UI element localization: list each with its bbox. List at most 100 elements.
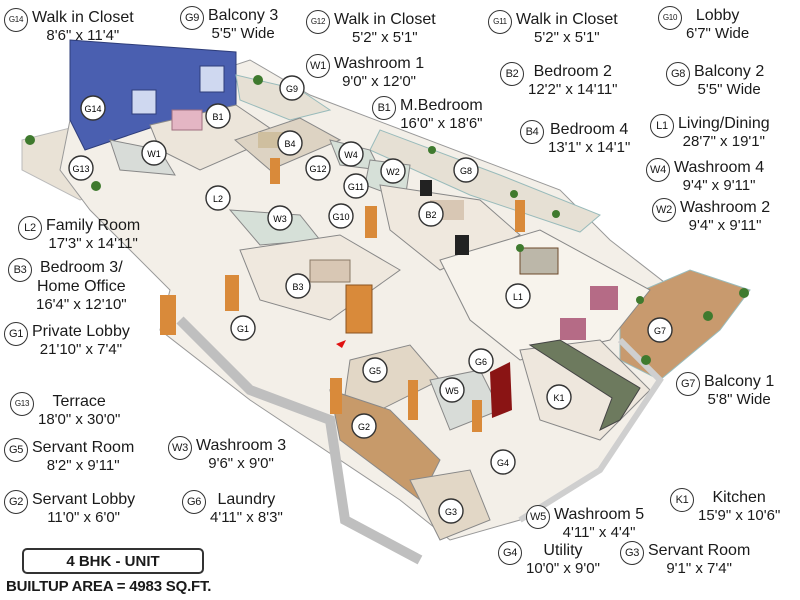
room-dimensions: 15'9" x 10'6" [698, 507, 781, 524]
room-dimensions: 4'11" x 8'3" [210, 509, 283, 526]
room-dimensions: 9'0" x 12'0" [342, 73, 417, 90]
marker-label: G7 [654, 326, 666, 336]
room-marker-g12: G12 [305, 155, 331, 181]
marker-label: W4 [344, 150, 358, 160]
door [515, 200, 525, 232]
legend-code: W2 [652, 198, 676, 222]
window [131, 89, 157, 115]
room-marker-w2: W2 [380, 158, 406, 184]
room-dimensions: 6'7" Wide [686, 25, 750, 42]
room-dimensions: 16'0" x 18'6" [400, 115, 483, 132]
plants [25, 75, 749, 365]
legend-code: B1 [372, 96, 396, 120]
marker-label: G2 [358, 422, 370, 432]
room-dimensions: 9'6" x 9'0" [208, 455, 274, 472]
room-marker-b2: B2 [418, 201, 444, 227]
room-name: Family Room [46, 217, 141, 234]
marker-label: G9 [286, 84, 298, 94]
bed [309, 259, 351, 283]
room-marker-g8: G8 [453, 157, 479, 183]
legend-code: K1 [670, 488, 694, 512]
room-dimensions: 28'7" x 19'1" [682, 133, 765, 150]
marker-label: G6 [475, 357, 487, 367]
room-marker-l1: L1 [505, 283, 531, 309]
marker-label: G13 [72, 164, 89, 174]
legend-code: W5 [526, 505, 550, 529]
sofa [590, 286, 618, 310]
marker-label: L1 [513, 292, 523, 302]
room-name: Bedroom 2 [533, 63, 612, 80]
room-name: Walk in Closet [32, 9, 134, 26]
entry-arrow-icon [336, 340, 346, 348]
legend-code: G5 [4, 438, 28, 462]
door [345, 284, 373, 334]
marker-label: G5 [369, 366, 381, 376]
marker-label: W2 [386, 167, 400, 177]
room-dimensions: 9'4" x 9'11" [682, 177, 756, 194]
outer-wall [518, 337, 664, 523]
room-name: Living/Dining [678, 115, 770, 132]
outer-wall [176, 316, 423, 565]
room-dimensions: 17'3" x 14'11" [48, 235, 138, 252]
marker-label: K1 [553, 393, 564, 403]
legend-code: W3 [168, 436, 192, 460]
room-dimensions: 9'4" x 9'11" [688, 217, 762, 234]
legend-code: G11 [488, 10, 512, 34]
room-name: Servant Lobby [32, 491, 136, 508]
room-dimensions: 8'2" x 9'11" [46, 457, 120, 474]
marker-label: W3 [273, 214, 287, 224]
room-dimensions: 5'2" x 5'1" [534, 29, 600, 46]
room-marker-g14: G14 [80, 95, 106, 121]
window [199, 65, 225, 93]
room-name: Home Office [36, 278, 126, 295]
marker-label: B1 [212, 112, 223, 122]
marker-label: G14 [84, 104, 101, 114]
room-name: Balcony 2 [694, 63, 765, 80]
legend-code: G4 [498, 541, 522, 565]
room-marker-g9: G9 [279, 75, 305, 101]
room-marker-g1: G1 [230, 315, 256, 341]
room-name: Washroom 1 [334, 55, 425, 72]
room-name: Private Lobby [32, 323, 130, 340]
room-dimensions: 5'5" Wide [697, 81, 761, 98]
room-marker-b4: B4 [277, 130, 303, 156]
room-name: Walk in Closet [516, 11, 618, 28]
room-marker-g13: G13 [68, 155, 94, 181]
marker-label: G10 [332, 212, 349, 222]
room-marker-w1: W1 [141, 140, 167, 166]
legend-code: G13 [10, 392, 34, 416]
room-dimensions: 9'1" x 7'4" [666, 560, 732, 577]
door [365, 206, 377, 238]
marker-label: B4 [284, 139, 295, 149]
marker-label: G3 [445, 507, 457, 517]
room-dimensions: 5'5" Wide [211, 25, 275, 42]
room-dimensions: 21'10" x 7'4" [39, 341, 123, 358]
marker-label: G12 [309, 164, 326, 174]
legend-code: G2 [4, 490, 28, 514]
room-dimensions: 13'1" x 14'1" [548, 139, 631, 156]
legend-code: L2 [18, 216, 42, 240]
unit-label: 4 BHK - UNIT [66, 552, 160, 570]
room-marker-g11: G11 [343, 173, 369, 199]
legend-code: G10 [658, 6, 682, 30]
